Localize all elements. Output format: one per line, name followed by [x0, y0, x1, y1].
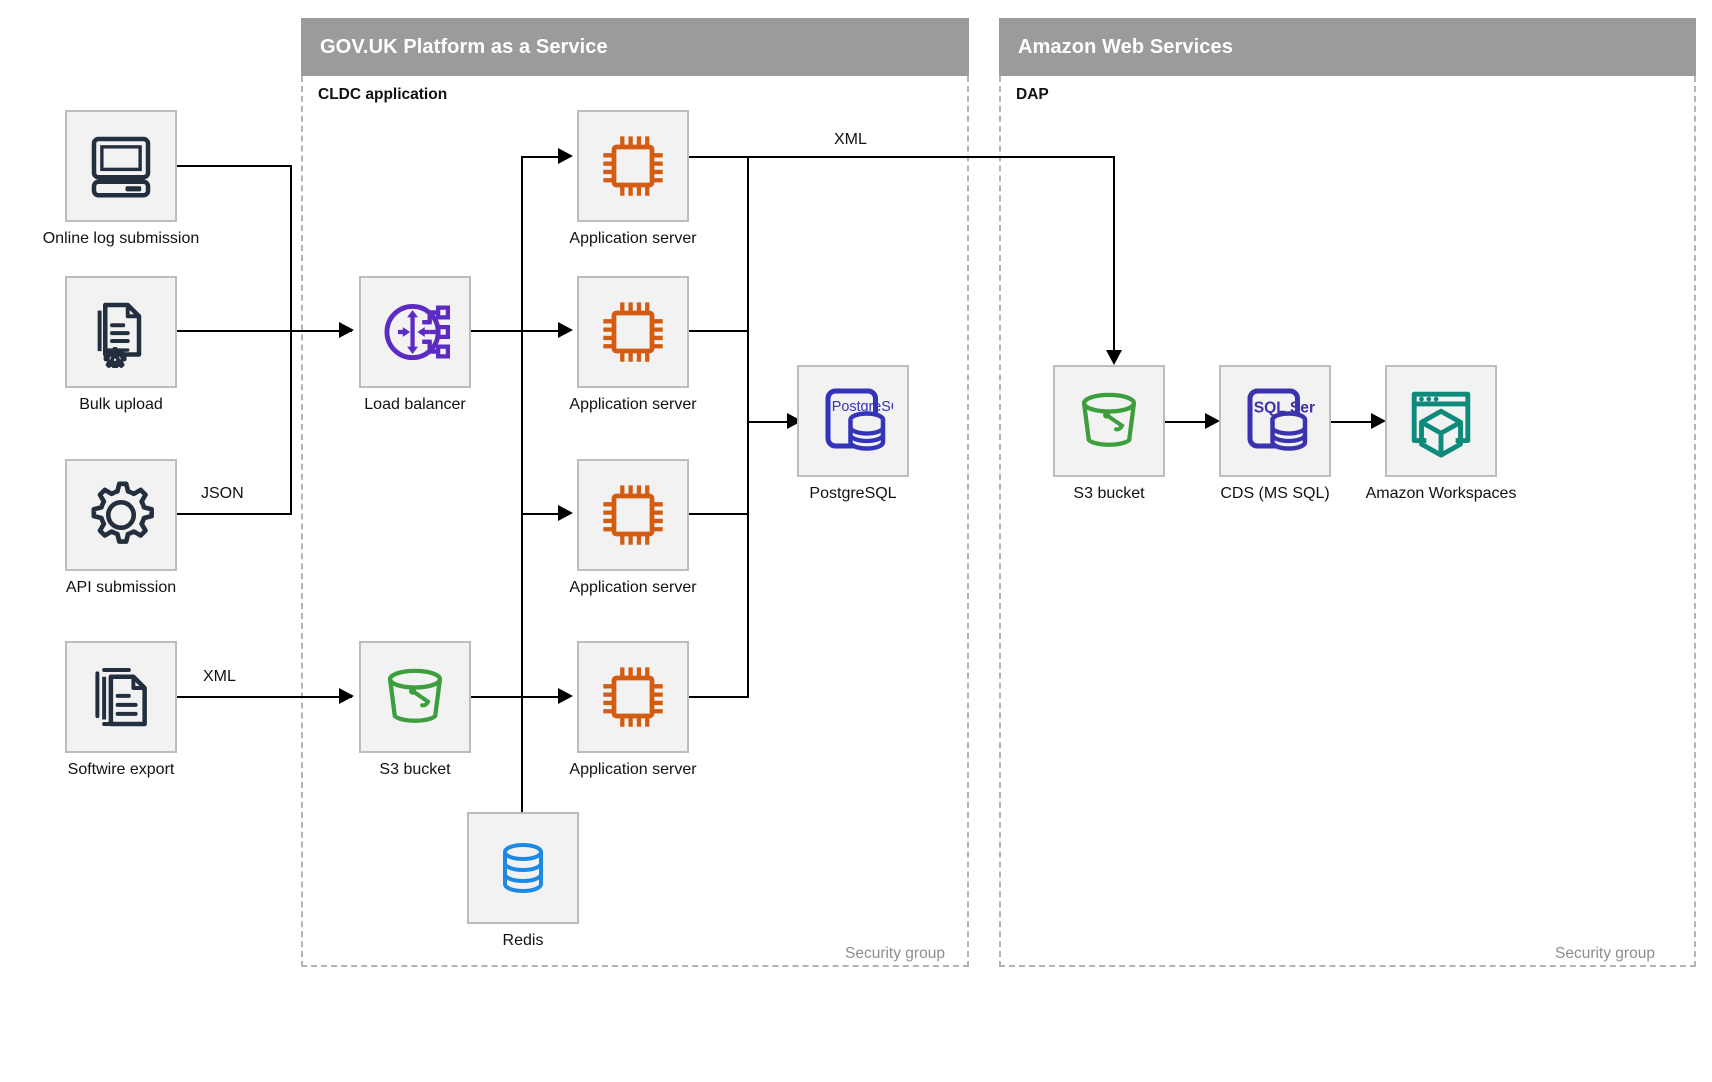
connector-app1-xml-v [1113, 156, 1115, 351]
cpu-chip-icon [603, 136, 663, 196]
cpu-chip-icon [603, 667, 663, 727]
application-server-3-label: Application server [569, 579, 697, 596]
group-header-paas: GOV.UK Platform as a Service [301, 18, 969, 76]
bulk-upload-tile[interactable] [65, 276, 177, 388]
arrow-into-app-server-3 [558, 505, 573, 521]
connector-api-v [290, 330, 292, 515]
connector-aws-s3-to-cds [1165, 421, 1210, 423]
edge-label-appserver-xml: XML [829, 131, 872, 149]
paas-s3-bucket-label: S3 bucket [379, 761, 451, 778]
application-server-4-tile[interactable] [577, 641, 689, 753]
arrow-into-aws-s3 [1106, 350, 1122, 365]
load-balancer-label: Load balancer [364, 396, 466, 413]
connector-app4-out [689, 696, 749, 698]
api-submission-label: API submission [65, 579, 177, 596]
postgresql-database-icon: PostgreSQL [825, 388, 893, 451]
redis-database-icon [503, 843, 543, 893]
load-balancer-tile[interactable] [359, 276, 471, 388]
connector-lb-to-app4 [521, 696, 563, 698]
connector-lb-out-h [471, 330, 523, 332]
connector-online-log-h [177, 165, 292, 167]
postgresql-tile[interactable]: PostgreSQL [797, 365, 909, 477]
connector-lb-to-app1 [521, 156, 563, 158]
online-log-submission-label: Online log submission [42, 230, 200, 247]
connector-softwire-h [177, 696, 352, 698]
application-server-2-tile[interactable] [577, 276, 689, 388]
cds-ms-sql-tile[interactable]: SQL Server [1219, 365, 1331, 477]
document-gear-icon [97, 302, 142, 368]
aws-s3-bucket-label: S3 bucket [1073, 485, 1145, 502]
arrow-into-load-balancer [339, 322, 354, 338]
arrow-into-app-server-1 [558, 148, 573, 164]
application-server-1-label: Application server [569, 230, 697, 247]
online-log-submission-tile[interactable] [65, 110, 177, 222]
api-submission-tile[interactable] [65, 459, 177, 571]
group-body-aws [999, 76, 1696, 967]
connector-postgres-bus-v [747, 156, 749, 698]
bulk-upload-label: Bulk upload [79, 396, 163, 413]
softwire-export-label: Softwire export [67, 761, 175, 778]
load-balancer-icon [384, 303, 451, 361]
connector-cds-to-workspaces [1331, 421, 1376, 423]
connector-bus-to-postgres [747, 421, 792, 423]
cpu-chip-icon [603, 302, 663, 362]
redis-label: Redis [502, 932, 544, 949]
connector-app2-out [689, 330, 749, 332]
arrow-into-cds [1205, 413, 1220, 429]
security-group-label-aws: Security group [1555, 945, 1655, 962]
application-server-2-label: Application server [569, 396, 697, 413]
connector-app1-xml-h [689, 156, 1115, 158]
desktop-computer-icon [91, 136, 151, 198]
edge-label-json: JSON [196, 485, 249, 503]
group-title-aws: Amazon Web Services [1018, 35, 1233, 58]
sql-server-database-icon: SQL Server [1247, 388, 1315, 451]
postgresql-label: PostgreSQL [809, 485, 897, 502]
edge-label-softwire-xml: XML [198, 668, 241, 686]
connector-lb-bus-v [521, 156, 523, 800]
arrow-into-app-server-2 [558, 322, 573, 338]
document-stack-icon [95, 668, 147, 727]
connector-lb-to-app2 [521, 330, 563, 332]
aws-s3-bucket-tile[interactable] [1053, 365, 1165, 477]
group-subtitle-dap: DAP [1016, 86, 1049, 103]
amazon-workspaces-label: Amazon Workspaces [1365, 485, 1517, 502]
amazon-workspaces-icon [1411, 391, 1471, 458]
redis-tile[interactable] [467, 812, 579, 924]
amazon-workspaces-tile[interactable] [1385, 365, 1497, 477]
cpu-chip-icon [603, 485, 663, 545]
connector-app3-out [689, 513, 749, 515]
connector-bulk-upload-h [177, 330, 352, 332]
connector-lb-to-app3 [521, 513, 563, 515]
group-subtitle-cldc: CLDC application [318, 86, 448, 103]
softwire-export-tile[interactable] [65, 641, 177, 753]
group-title-paas: GOV.UK Platform as a Service [320, 35, 608, 58]
cds-ms-sql-label: CDS (MS SQL) [1220, 485, 1330, 502]
connector-online-log-v [290, 165, 292, 364]
svg-text:PostgreSQL: PostgreSQL [832, 399, 893, 415]
arrow-into-app-server-4 [558, 688, 573, 704]
connector-paas-s3-to-app4 [471, 696, 523, 698]
s3-bucket-icon [387, 668, 443, 723]
application-server-1-tile[interactable] [577, 110, 689, 222]
connector-api-h [177, 513, 292, 515]
group-body-paas [301, 76, 969, 967]
security-group-label-paas: Security group [845, 945, 945, 962]
application-server-4-label: Application server [569, 761, 697, 778]
gear-icon [91, 481, 154, 544]
svg-text:SQL Server: SQL Server [1254, 399, 1315, 416]
application-server-3-tile[interactable] [577, 459, 689, 571]
arrow-into-paas-s3 [339, 688, 354, 704]
s3-bucket-icon [1081, 392, 1137, 447]
paas-s3-bucket-tile[interactable] [359, 641, 471, 753]
arrow-into-workspaces [1371, 413, 1386, 429]
connector-bus-to-redis-v [521, 798, 523, 812]
group-header-aws: Amazon Web Services [999, 18, 1696, 76]
